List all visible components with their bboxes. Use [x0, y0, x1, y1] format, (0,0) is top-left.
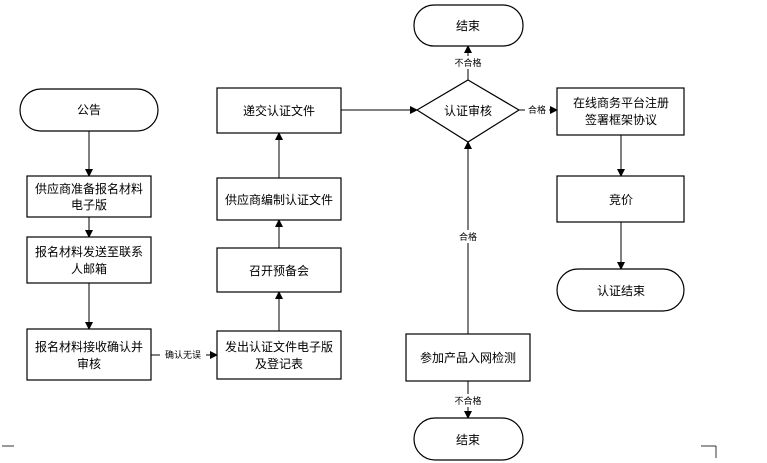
node-notice-label: 公告 [77, 103, 101, 117]
node-review-label: 认证审核 [444, 103, 492, 118]
node-end-bottom-label: 结束 [456, 433, 480, 447]
node-end-top [413, 4, 524, 47]
node-send-materials-line2: 人邮箱 [71, 261, 107, 276]
node-review-diamond [415, 79, 521, 143]
node-end-bottom [413, 417, 524, 461]
node-receive-materials [26, 328, 152, 381]
node-pre-meeting [216, 247, 342, 293]
node-end-top-label: 结束 [456, 19, 480, 33]
node-issue-docs [216, 330, 342, 380]
edge-label-pass-up: 合格 [459, 231, 477, 243]
node-receive-materials-line1: 报名材料接收确认并 [35, 339, 143, 354]
node-network-test-label: 参加产品入网检测 [420, 350, 516, 365]
edge-label-pass-right: 合格 [528, 104, 546, 116]
node-submit-docs-label: 递交认证文件 [243, 103, 315, 118]
node-bidding [556, 175, 685, 223]
edge-label-bg-pass-up [456, 230, 480, 243]
node-compile-docs [216, 177, 342, 221]
node-send-materials [26, 236, 152, 284]
node-cert-end [556, 268, 685, 312]
node-network-test [405, 333, 531, 382]
node-notice [19, 88, 159, 132]
edge-label-bg-confirm [160, 348, 206, 361]
node-prep-materials-line2: 电子版 [71, 198, 107, 212]
node-prep-materials-line1: 供应商准备报名材料 [35, 181, 143, 196]
node-receive-materials-line2: 审核 [77, 356, 101, 371]
node-prep-materials [26, 175, 152, 218]
node-cert-end-label: 认证结束 [597, 284, 645, 298]
edge-label-fail-bottom: 不合格 [454, 395, 481, 407]
node-register-line2: 签署框架协议 [585, 112, 657, 127]
node-compile-docs-label: 供应商编制认证文件 [225, 192, 333, 207]
edge-label-confirm-ok: 确认无误 [165, 349, 201, 361]
node-bidding-label: 竞价 [609, 193, 633, 207]
node-issue-docs-line1: 发出认证文件电子版 [225, 339, 333, 354]
node-issue-docs-line2: 及登记表 [255, 356, 303, 371]
edge-label-bg-pass-right [525, 103, 549, 116]
node-register-line1: 在线商务平台注册 [573, 95, 669, 110]
node-register [556, 87, 685, 136]
edge-label-fail-top: 不合格 [454, 57, 481, 69]
node-submit-docs [216, 87, 342, 134]
node-send-materials-line1: 报名材料发送至联系 [35, 244, 143, 259]
edge-label-bg-fail-bottom [450, 394, 486, 407]
node-pre-meeting-label: 召开预备会 [249, 264, 309, 278]
edge-label-bg-fail-top [450, 56, 486, 69]
